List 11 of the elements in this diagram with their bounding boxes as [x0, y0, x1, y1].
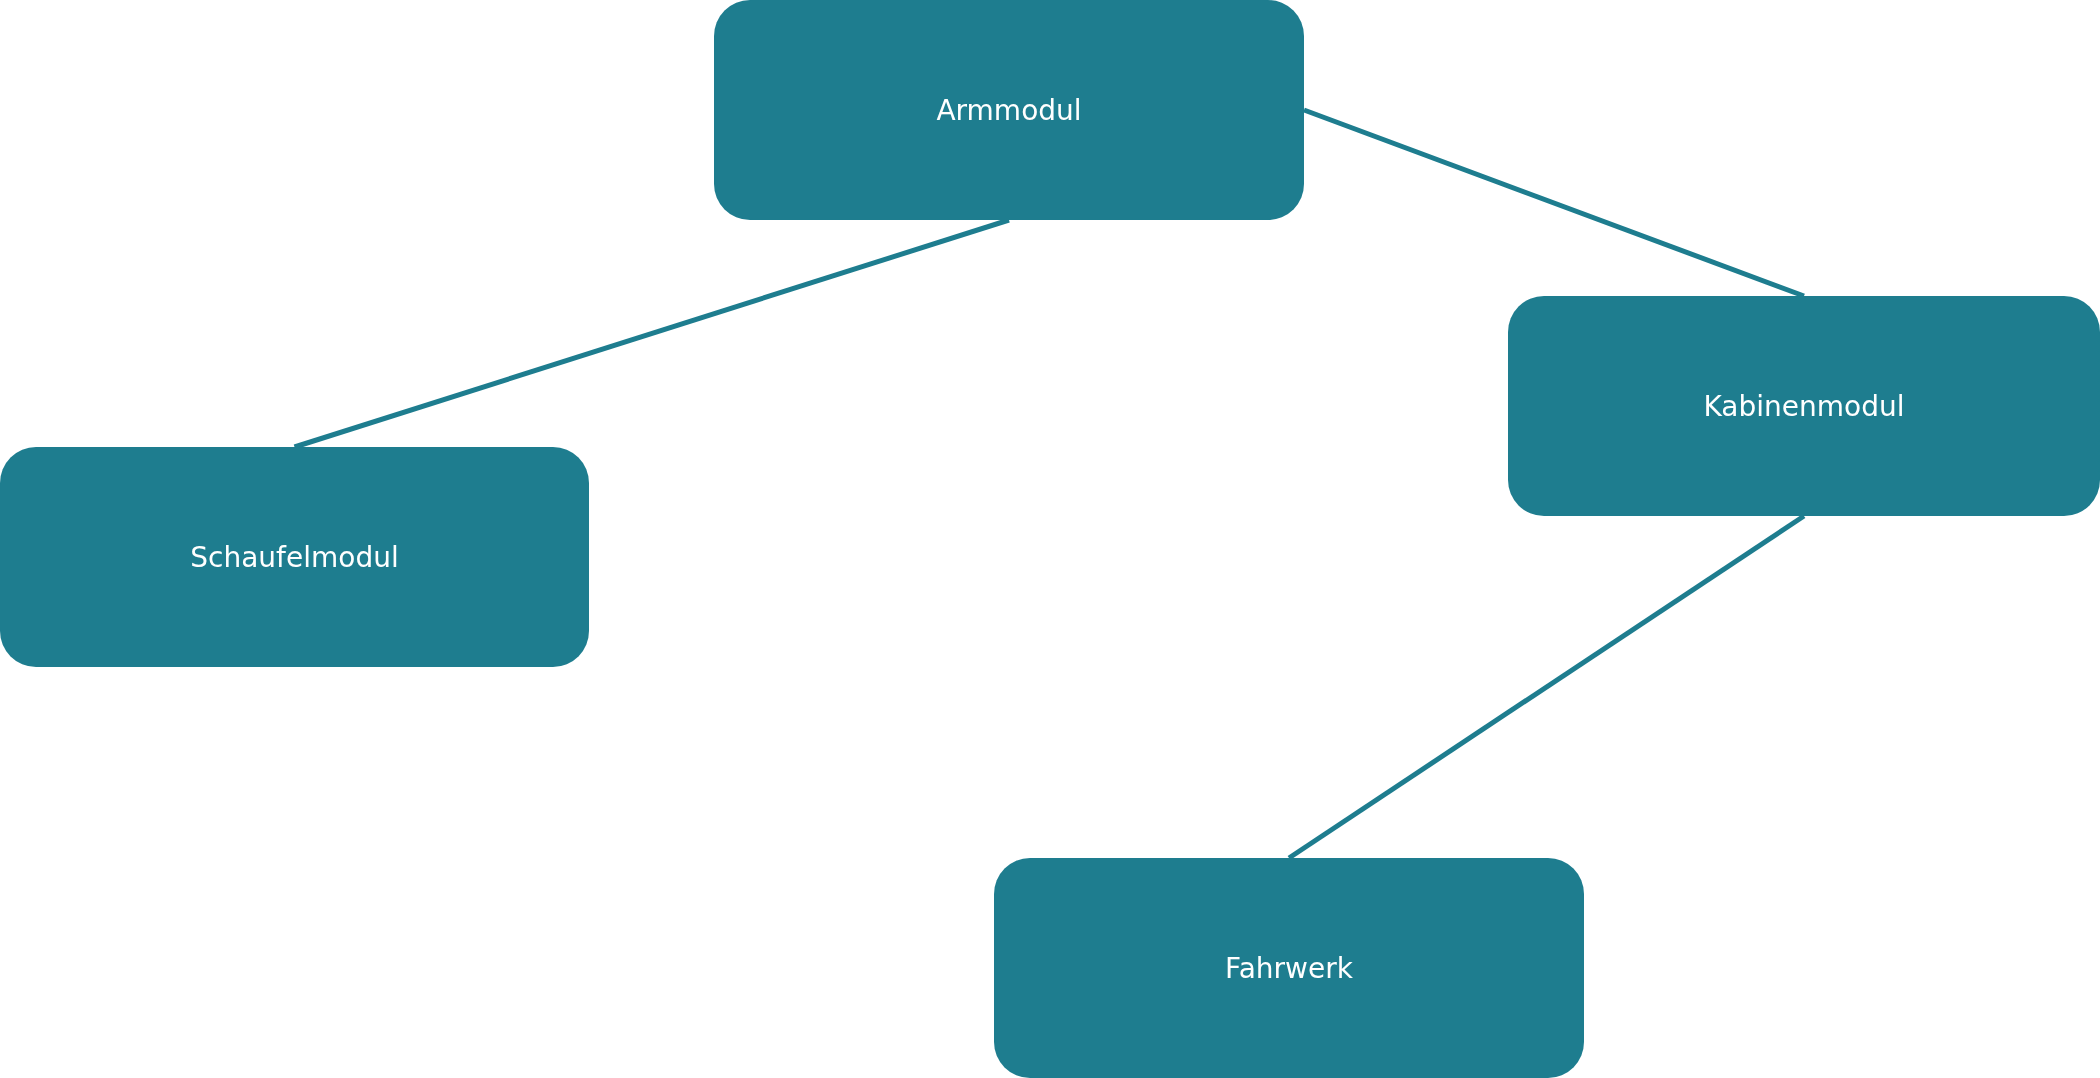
module-label: Armmodul	[936, 93, 1082, 127]
module-label: Kabinenmodul	[1703, 389, 1905, 423]
connector-line	[1287, 513, 1806, 861]
connector-line	[1303, 107, 1805, 299]
module-label: Schaufelmodul	[190, 540, 399, 574]
module-label: Fahrwerk	[1225, 951, 1353, 985]
module-box	[1508, 296, 2100, 516]
module-box	[0, 447, 589, 667]
module-box	[994, 858, 1584, 1078]
module-box	[714, 0, 1304, 220]
connector-line	[293, 217, 1010, 450]
